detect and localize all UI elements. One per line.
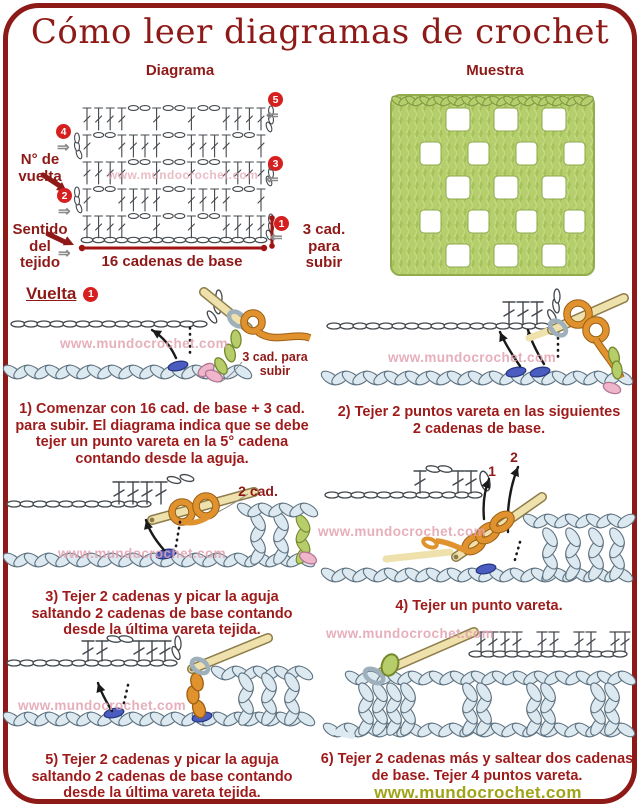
double-arrow-right-icon: ⇒ (57, 139, 70, 156)
step4-caption: 4) Tejer un punto vareta. (326, 598, 632, 615)
double-arrow-left-icon: ⇐ (266, 171, 279, 188)
caption-line: desde la última vareta tejida. (63, 622, 261, 639)
step4-annotation-1: 1 (488, 463, 496, 479)
watermark: www.mundocrochet.com (318, 524, 487, 539)
step3-illustration (2, 473, 319, 568)
caption-line: de base. Tejer 4 puntos vareta. (371, 767, 583, 784)
turning-chain-label: 3 cad. para subir (302, 221, 346, 271)
caption-line: 5) Tejer 2 cadenas y picar la aguja (45, 752, 279, 768)
row-marker-3: 3 (268, 156, 283, 171)
caption-line: para subir. El diagrama indica que se de… (15, 417, 309, 434)
watermark: www.mundocrochet.com (388, 350, 557, 365)
step1-illustration (2, 287, 312, 383)
step2-illustration (320, 288, 634, 395)
double-arrow-right-icon: ⇒ (58, 203, 71, 220)
caption-line: 2 cadenas de base. (412, 420, 546, 437)
step4-annotation-2: 2 (510, 449, 518, 465)
double-arrow-left-icon: ⇐ (266, 107, 279, 124)
watermark: www.mundocrochet.com (58, 546, 227, 561)
caption-line: 4) Tejer un punto vareta. (395, 598, 563, 614)
site-url: www.mundocrochet.com (374, 783, 582, 802)
sample-heading: Muestra (466, 62, 524, 79)
caption-line: desde la última vareta tejida. (63, 785, 261, 802)
watermark: www.mundocrochet.com (108, 168, 259, 182)
row-marker-4: 4 (56, 124, 71, 139)
step5-illustration (2, 633, 316, 727)
row-marker-1: 1 (274, 216, 289, 231)
watermark: www.mundocrochet.com (18, 698, 187, 713)
row-marker-2: 2 (57, 188, 72, 203)
caption-line: 6) Tejer 2 cadenas más y saltear dos cad… (320, 751, 634, 767)
round-heading-label: Vuelta (26, 284, 77, 303)
step1-caption: 1) Comenzar con 16 cad. de base + 3 cad.… (8, 401, 316, 468)
caption-line: tejer un punto vareta en la 5° cadena (35, 434, 289, 451)
step3-annotation: 2 cad. (238, 483, 278, 499)
round-number-badge: 1 (83, 286, 99, 302)
step2-caption: 2) Tejer 2 puntos vareta en las siguient… (326, 404, 632, 437)
caption-line: 2) Tejer 2 puntos vareta en las siguient… (337, 404, 621, 420)
step1-annotation: 3 cad. para subir (242, 350, 308, 378)
row-marker-5: 5 (268, 92, 283, 107)
round-heading: Vuelta 1 (26, 284, 99, 304)
step4-illustration (320, 465, 636, 583)
step6-caption: 6) Tejer 2 cadenas más y saltear dos cad… (320, 751, 634, 784)
caption-line: 1) Comenzar con 16 cad. de base + 3 cad. (19, 401, 305, 417)
step3-caption: 3) Tejer 2 cadenas y picar la aguja salt… (8, 589, 316, 639)
double-arrow-right-icon: ⇒ (58, 245, 71, 262)
watermark: www.mundocrochet.com (326, 626, 495, 641)
crochet-chart (73, 105, 275, 252)
sample-swatch-photo (390, 94, 595, 276)
direction-label: Sentido del tejido (12, 221, 68, 271)
page-title: Cómo leer diagramas de crochet (30, 12, 610, 52)
pointer-arrow-icon (45, 231, 74, 246)
diagram-heading: Diagrama (145, 62, 215, 79)
double-arrow-left-icon: ⇐ (270, 229, 283, 246)
caption-line: contando desde la aguja. (75, 451, 249, 468)
watermark: www.mundocrochet.com (60, 336, 229, 351)
step6-illustration (322, 627, 637, 739)
base-chain-label: 16 cadenas de base (101, 253, 243, 270)
caption-line: saltando 2 cadenas de base contando (31, 605, 293, 622)
step5-caption: 5) Tejer 2 cadenas y picar la aguja salt… (8, 752, 316, 802)
caption-line: saltando 2 cadenas de base contando (31, 768, 293, 785)
caption-line: 3) Tejer 2 cadenas y picar la aguja (45, 589, 279, 605)
